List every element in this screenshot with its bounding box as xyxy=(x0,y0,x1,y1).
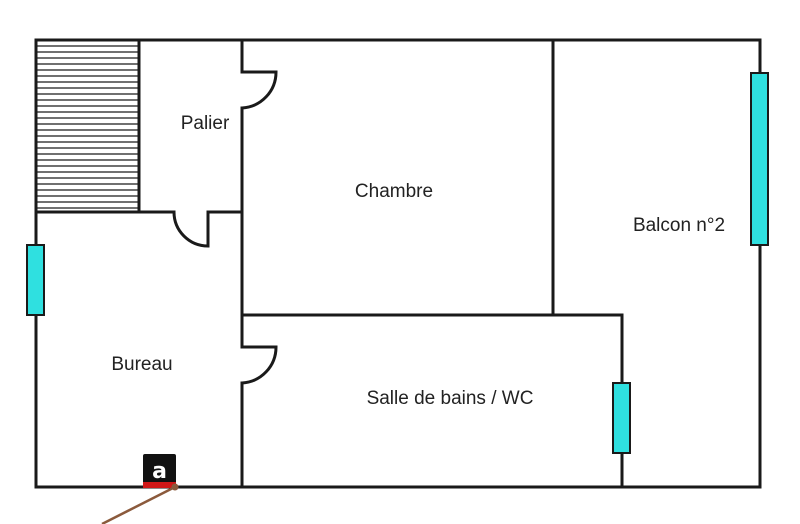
room-label-chambre: Chambre xyxy=(355,181,433,202)
windows xyxy=(26,72,769,454)
window-balcon xyxy=(750,72,769,246)
window-bureau xyxy=(26,244,45,316)
door-salle xyxy=(241,345,278,385)
room-label-bureau: Bureau xyxy=(111,354,172,375)
staircase xyxy=(36,40,139,212)
pointer-line xyxy=(101,485,176,524)
doors xyxy=(172,70,278,385)
room-label-salle: Salle de bains / WC xyxy=(367,388,534,409)
window-salle xyxy=(612,382,631,454)
walls xyxy=(34,38,762,489)
pointer-dot xyxy=(171,483,179,491)
room-label-balcon: Balcon n°2 xyxy=(633,215,725,236)
room-label-palier: Palier xyxy=(181,113,230,134)
door-chambre xyxy=(241,70,278,110)
door-bureau xyxy=(172,211,210,248)
agency-logo-icon: a xyxy=(143,454,176,488)
agency-logo-letter: a xyxy=(152,459,167,484)
